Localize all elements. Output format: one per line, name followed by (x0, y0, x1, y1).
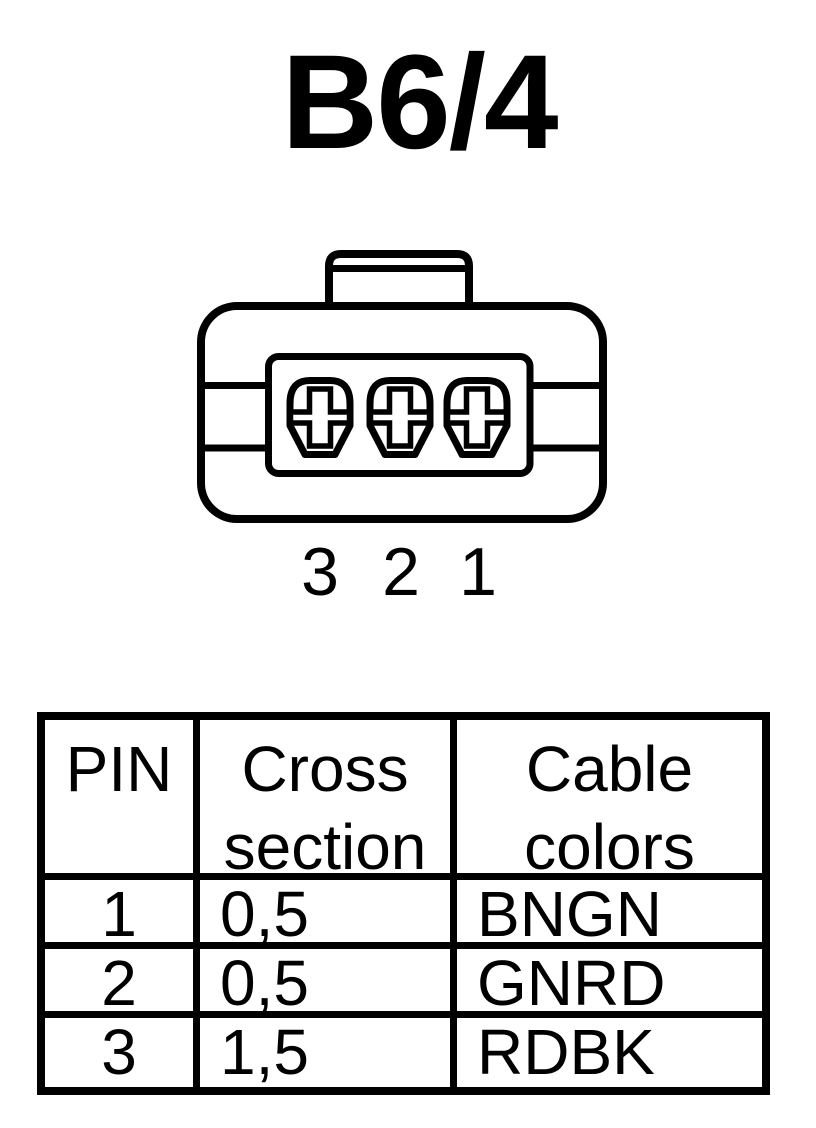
pin-terminal-2-icon (370, 381, 430, 455)
connector-guide-lines (201, 382, 603, 452)
cell-pin-3: 3 (45, 1018, 200, 1087)
cell-pin-1: 1 (45, 880, 200, 949)
connector-diagram (197, 250, 607, 523)
cell-cable-color-3: RDBK (457, 1018, 762, 1087)
connector-tab (325, 250, 473, 310)
cell-cross-section-3: 1,5 (200, 1018, 457, 1087)
pin-label-2: 2 (382, 534, 420, 610)
pin-label-1: 1 (459, 534, 497, 610)
column-header-cable-colors: Cable colors (457, 720, 762, 880)
cell-cross-section-1: 0,5 (200, 880, 457, 949)
page-title: B6/4 (281, 28, 558, 177)
pin-terminal-3-icon (290, 381, 350, 455)
pin-label-3: 3 (301, 534, 339, 610)
pin-table: PIN Cross section Cable colors 1 0,5 BNG… (37, 712, 770, 1095)
cell-cable-color-1: BNGN (457, 880, 762, 949)
cell-cable-color-2: GNRD (457, 949, 762, 1018)
cell-cross-section-2: 0,5 (200, 949, 457, 1018)
cell-pin-2: 2 (45, 949, 200, 1018)
column-header-pin: PIN (45, 720, 200, 880)
column-header-cross-section: Cross section (200, 720, 457, 880)
pin-terminal-1-icon (447, 381, 507, 455)
